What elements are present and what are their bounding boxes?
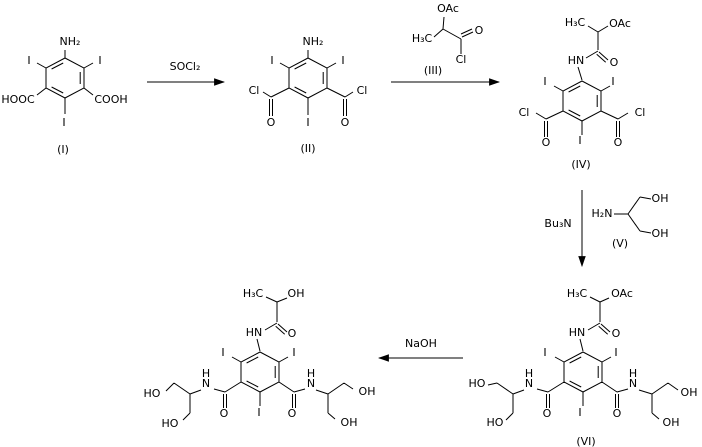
- compound-II-caption-label: (II): [300, 142, 315, 155]
- compound-III-o-label: O: [475, 24, 484, 37]
- compound-IV-h3c-label: H₃C: [565, 16, 586, 29]
- compound-IV-cl-right-label: Cl: [635, 106, 646, 119]
- compound-VI-i-left-label: I: [543, 346, 546, 359]
- compound-product-h3c-label: H₃C: [243, 287, 264, 300]
- compound-product-h-right-label: H: [307, 367, 315, 380]
- compound-VI-o-top-label: O: [612, 327, 621, 340]
- compound-product-i-bottom-label: I: [257, 406, 260, 419]
- compound-product-i-right-label: I: [292, 346, 295, 359]
- compound-IV-oac-label: OAc: [609, 17, 631, 30]
- compound-product-hn-label: HN: [246, 326, 263, 339]
- compound-II-i-bottom-label: I: [306, 116, 309, 129]
- compound-I-nh2-label: NH₂: [60, 35, 81, 48]
- compound-IV-i-bottom-label: I: [578, 134, 581, 147]
- compound-IV-cl-left-label: Cl: [519, 106, 530, 119]
- compound-II-bonds: [262, 50, 354, 116]
- compound-I-hooc-label: HOOC: [1, 93, 35, 106]
- compound-product-oh-lower-right-label: OH: [341, 416, 358, 429]
- compound-IV-i-left-label: I: [543, 75, 546, 88]
- compound-V-oh-bottom-label: OH: [652, 227, 669, 240]
- bond-layer: [36, 16, 679, 421]
- compound-product-n-right-label: N: [307, 377, 315, 390]
- compound-product-oh-top-label: OH: [288, 287, 305, 300]
- compound-IV-o-right-label: O: [614, 136, 623, 149]
- compound-product-i-left-label: I: [221, 346, 224, 359]
- compound-product-bonds: [165, 296, 354, 421]
- compound-product-oh-upper-right-label: OH: [359, 385, 376, 398]
- compound-VI-ho-upper-left-label: HO: [469, 377, 486, 390]
- compound-I-i-bottom-label: I: [62, 116, 65, 129]
- compound-IV-hn-label: HN: [568, 54, 585, 67]
- compound-VI-i-bottom-label: I: [578, 406, 581, 419]
- compound-product-n-left-label: N: [202, 377, 210, 390]
- compound-I-bonds: [36, 50, 94, 114]
- arrow-step-1-reagent-label: SOCl₂: [170, 60, 201, 73]
- compound-IV-i-right-label: I: [611, 75, 614, 88]
- compound-II-o-left-label: O: [267, 116, 276, 129]
- compound-VI-caption-label: (VI): [576, 435, 595, 447]
- compound-VI-oh-upper-right-label: OH: [681, 386, 698, 399]
- compound-product-o-left-label: O: [220, 407, 229, 420]
- compound-II-i-right-label: I: [341, 54, 344, 67]
- compound-product-ho-upper-left-label: HO: [144, 387, 161, 400]
- compound-II-cl-right-label: Cl: [357, 84, 368, 97]
- compound-VI-n-left-label: N: [525, 377, 533, 390]
- compound-product-o-top-label: O: [288, 327, 297, 340]
- compound-I-cooh-label: COOH: [94, 93, 127, 106]
- compound-VI-bonds: [487, 296, 679, 421]
- compound-II-i-left-label: I: [270, 54, 273, 67]
- compound-VI-oh-lower-right-label: OH: [663, 416, 680, 429]
- compound-V-oh-top-label: OH: [652, 192, 669, 205]
- compound-VI-i-right-label: I: [614, 346, 617, 359]
- compound-VI-o-left-label: O: [543, 407, 552, 420]
- compound-IV-o-top-label: O: [610, 56, 619, 69]
- compound-product-o-right-label: O: [288, 407, 297, 420]
- reaction-arrow-layer: [147, 78, 586, 362]
- compound-VI-h-right-label: H: [629, 367, 637, 380]
- compound-product-ho-lower-left-label: HO: [162, 417, 179, 430]
- compound-IV-bonds: [535, 25, 629, 137]
- compound-I-i-left-label: I: [27, 54, 30, 67]
- compound-VI-oac-label: OAc: [611, 287, 633, 300]
- compound-VI-h-left-label: H: [525, 367, 533, 380]
- compound-VI-o-right-label: O: [613, 407, 622, 420]
- compound-III-bonds: [433, 16, 474, 54]
- compound-VI-hn-label: HN: [569, 326, 586, 339]
- arrow-step-3-reagent-label: Bu₃N: [544, 217, 571, 230]
- compound-IV-caption-label: (IV): [571, 158, 590, 171]
- compound-VI-n-right-label: N: [629, 377, 637, 390]
- compound-I-i-right-label: I: [98, 54, 101, 67]
- compound-II-cl-left-label: Cl: [249, 84, 260, 97]
- compound-VI-h3c-label: H₃C: [567, 287, 588, 300]
- compound-V-caption-label: (V): [612, 237, 628, 250]
- compound-V-bonds: [614, 196, 652, 234]
- compound-III-h3c-label: H₃C: [412, 32, 433, 45]
- compound-III-oac-label: OAc: [437, 2, 459, 15]
- compound-III-cl-label: Cl: [456, 53, 467, 66]
- compound-V-h2n-label: H₂N: [592, 207, 613, 220]
- compound-VI-ho-lower-left-label: HO: [487, 416, 504, 429]
- arrow-step-4-reagent-label: NaOH: [405, 337, 437, 350]
- compound-I-caption-label: (I): [57, 143, 69, 156]
- compound-III-caption-label: (III): [424, 64, 442, 77]
- compound-IV-o-left-label: O: [542, 136, 551, 149]
- compound-product-h-left-label: H: [202, 367, 210, 380]
- compound-II-nh2-label: NH₂: [303, 35, 324, 48]
- compound-II-o-right-label: O: [341, 116, 350, 129]
